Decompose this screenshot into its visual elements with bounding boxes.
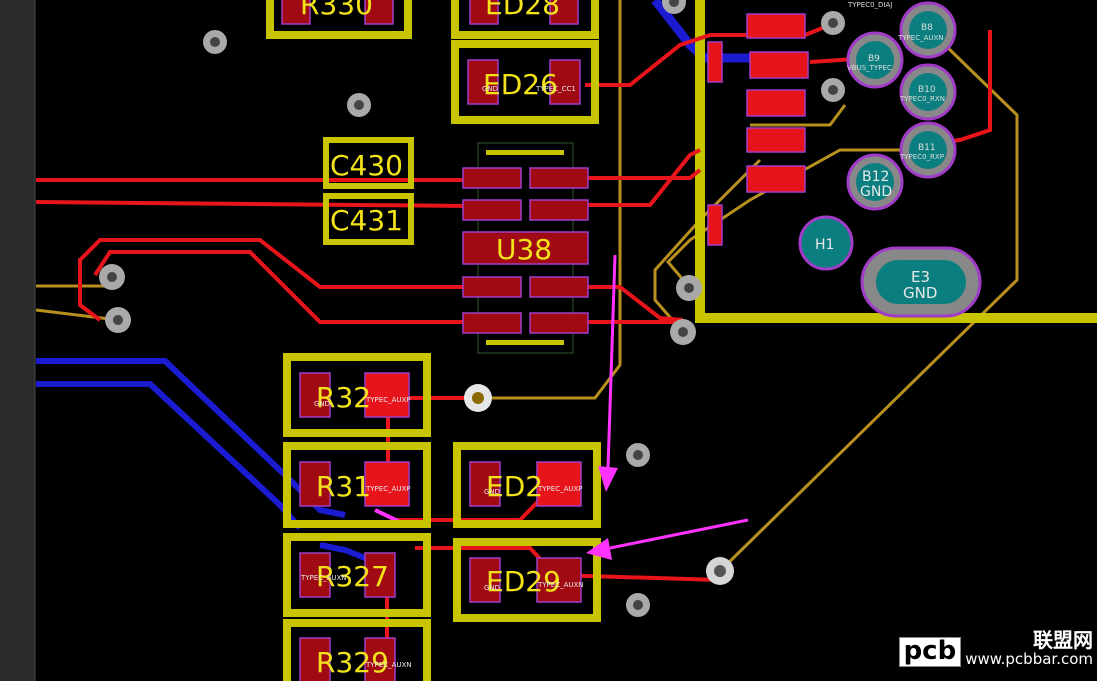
- left-panel-strip: [0, 0, 35, 681]
- connector-pin-b12[interactable]: B12 GND: [846, 153, 904, 211]
- pin-b11-net: TYPEC0_RXP: [899, 153, 944, 161]
- connector-smd-pads[interactable]: [707, 13, 809, 246]
- via[interactable]: [105, 307, 131, 333]
- ref-r325: R31: [316, 470, 371, 503]
- net-ed27-auxp: TYPEC_AUXP: [537, 485, 583, 493]
- connector-top-net: TYPEC0_DIAJ: [847, 1, 892, 9]
- watermark-url: www.pcbbar.com: [965, 650, 1093, 668]
- pin-b8-net: TYPEC_AUXN: [897, 34, 944, 42]
- via[interactable]: [464, 384, 492, 412]
- connector-pin-b8[interactable]: B8 TYPEC_AUXN: [897, 1, 957, 59]
- net-ed27-gnd: GND: [484, 488, 500, 496]
- connector-pin-b9[interactable]: B9 VBUS_TYPEC: [846, 31, 904, 89]
- ref-r326: R32: [316, 381, 371, 414]
- pin-b10-net: TYPEC0_RXN: [899, 95, 945, 103]
- watermark-text: 联盟网 www.pcbbar.com: [965, 629, 1093, 667]
- watermark-brand: 联盟网: [1033, 628, 1093, 652]
- component-r329[interactable]: R329 TYPEC_AUXN: [283, 619, 431, 681]
- via[interactable]: [706, 557, 734, 585]
- h1-label: H1: [815, 237, 834, 253]
- ref-ed29: ED29: [486, 565, 561, 598]
- ref-u38: U38: [496, 233, 552, 266]
- via[interactable]: [676, 275, 702, 301]
- component-ed28[interactable]: ED28: [451, 0, 599, 39]
- net-ed29-auxn: TYPEC_AUXN: [537, 581, 584, 589]
- yellow-traces: [35, 0, 1019, 573]
- ref-r329: R329: [316, 646, 389, 679]
- component-r330[interactable]: R330: [266, 0, 412, 39]
- via[interactable]: [203, 30, 227, 54]
- ref-ed28: ED28: [485, 0, 560, 21]
- ref-r327: R327: [316, 560, 389, 593]
- pin-b10-label: B10: [918, 85, 936, 95]
- watermark: pcb 联盟网 www.pcbbar.com: [898, 629, 1093, 667]
- component-u38[interactable]: U38: [462, 142, 589, 354]
- connector-outline: [695, 0, 1097, 323]
- via[interactable]: [626, 593, 650, 617]
- pin-b8-label: B8: [921, 23, 933, 33]
- component-r327[interactable]: R327 TYPEC_AUXN: [283, 533, 431, 617]
- via[interactable]: [662, 0, 686, 14]
- component-ed29[interactable]: ED29 GND TYPEC_AUXN: [453, 538, 601, 622]
- net-r326-gnd: GND: [314, 400, 330, 408]
- via[interactable]: [821, 11, 845, 35]
- component-r326[interactable]: R32 GND TYPEC_AUXP: [283, 353, 431, 437]
- mounting-hole-h1[interactable]: H1: [798, 215, 854, 271]
- via[interactable]: [821, 78, 845, 102]
- ref-c430: C430: [330, 149, 403, 182]
- component-c431[interactable]: C431: [323, 193, 414, 245]
- via[interactable]: [99, 264, 125, 290]
- annotation-arrow-left: [586, 518, 749, 560]
- pin-b12-net: GND: [860, 184, 892, 200]
- pin-b9-label: B9: [868, 54, 880, 64]
- component-r325[interactable]: R31 TYPEC_AUXP: [283, 442, 431, 528]
- component-c430[interactable]: C430: [323, 137, 414, 189]
- via[interactable]: [670, 319, 696, 345]
- pin-b11-label: B11: [918, 143, 936, 153]
- via[interactable]: [347, 93, 371, 117]
- pin-b9-net: VBUS_TYPEC: [847, 64, 892, 72]
- ref-ed26: ED26: [483, 68, 558, 101]
- e3-net: GND: [903, 284, 937, 302]
- via[interactable]: [626, 443, 650, 467]
- net-ed26-gnd: GND: [482, 85, 498, 93]
- component-ed26[interactable]: ED26 GND TYPEC_CC1: [451, 40, 599, 124]
- connector-pad-e3[interactable]: E3 GND: [860, 246, 982, 318]
- pin-b12-label: B12: [862, 169, 889, 185]
- net-r326-auxp: TYPEC_AUXP: [365, 396, 411, 404]
- net-r327-auxn: TYPEC_AUXN: [300, 574, 347, 582]
- net-r329-auxn: TYPEC_AUXN: [365, 661, 412, 669]
- ref-r330: R330: [300, 0, 373, 21]
- annotation-arrow-down: [598, 254, 618, 492]
- vias[interactable]: [99, 0, 845, 617]
- net-ed26-cc1: TYPEC_CC1: [535, 85, 576, 93]
- net-r325-auxp: TYPEC_AUXP: [365, 485, 411, 493]
- connector-pin-b11[interactable]: B11 TYPEC0_RXP: [899, 121, 957, 179]
- e3-label: E3: [911, 268, 930, 286]
- watermark-logo: pcb: [898, 637, 962, 667]
- connector-pin-b10[interactable]: B10 TYPEC0_RXN: [899, 63, 957, 121]
- net-ed29-gnd: GND: [484, 584, 500, 592]
- ref-c431: C431: [330, 204, 403, 237]
- component-ed27[interactable]: ED2 GND TYPEC_AUXP: [453, 442, 601, 528]
- ref-ed27: ED2: [486, 470, 543, 503]
